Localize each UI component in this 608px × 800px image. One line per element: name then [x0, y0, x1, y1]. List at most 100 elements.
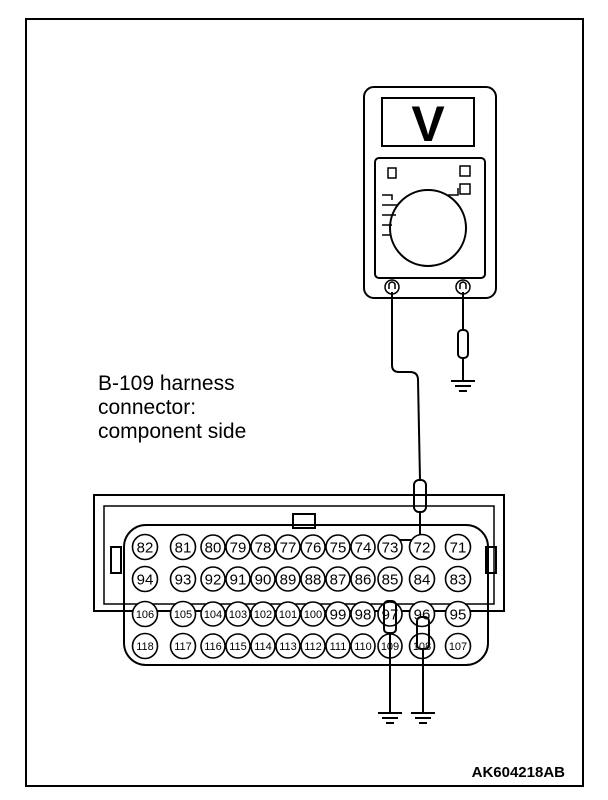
pin-81: 81: [169, 533, 197, 561]
pin-71-label: 71: [450, 540, 467, 557]
pin-88-label: 88: [305, 572, 322, 589]
connector-left-tab: [110, 546, 122, 574]
pin-95-circle: [444, 600, 472, 628]
pin-99-circle: [325, 601, 351, 627]
pin-82-circle: [131, 533, 159, 561]
pin-117-circle: [169, 632, 197, 660]
pin-78-label: 78: [255, 540, 272, 557]
pin-84-circle: [408, 565, 436, 593]
pin-118-label: 118: [136, 641, 154, 653]
pin-117-label: 117: [174, 641, 192, 653]
pin-80: 80: [200, 534, 226, 560]
pin-99-label: 99: [330, 607, 347, 624]
pin-76-circle: [300, 534, 326, 560]
mode-indicator-1: [387, 167, 397, 179]
connector-label-line-2: connector:: [98, 396, 196, 419]
pin-85-circle: [377, 566, 403, 592]
connector-inner-shell: [103, 505, 495, 605]
pin-71-circle: [444, 533, 472, 561]
pin-78: 78: [250, 534, 276, 560]
ground-symbol-pin-96: [411, 712, 435, 724]
pin-86: 86: [350, 566, 376, 592]
pin-104: 104: [200, 601, 226, 627]
pin-102-circle: [250, 601, 276, 627]
pin-92-label: 92: [205, 572, 222, 589]
pin-73-label: 73: [382, 540, 399, 557]
pin-97: 97: [377, 601, 403, 627]
ground-symbol: [451, 380, 475, 392]
pin-91-circle: [225, 566, 251, 592]
pin-101: 101: [275, 601, 301, 627]
connector-label: B-109 harness connector: component side: [98, 372, 246, 443]
pin-72-circle: [408, 533, 436, 561]
pin-79: 79: [225, 534, 251, 560]
pin-110-label: 110: [354, 641, 372, 653]
pin-106-circle: [131, 600, 159, 628]
pin-93: 93: [169, 565, 197, 593]
pin-81-label: 81: [175, 540, 192, 557]
pin-90-circle: [250, 566, 276, 592]
pin-78-circle: [250, 534, 276, 560]
pin-77: 77: [275, 534, 301, 560]
pin-105-label: 105: [174, 609, 192, 621]
pin-105: 105: [169, 600, 197, 628]
connector-latch: [292, 513, 316, 529]
pin-103-label: 103: [229, 609, 247, 621]
pin-105-circle: [169, 600, 197, 628]
pin-92: 92: [200, 566, 226, 592]
pin-86-label: 86: [355, 572, 372, 589]
connector-right-tab: [485, 546, 497, 574]
pin-98-label: 98: [355, 607, 372, 624]
pin-93-circle: [169, 565, 197, 593]
pin-106: 106: [131, 600, 159, 628]
pin-114-circle: [250, 633, 276, 659]
pin-110: 110: [350, 633, 376, 659]
volt-jack: [455, 279, 471, 295]
pin-98-circle: [350, 601, 376, 627]
pin-113: 113: [275, 633, 301, 659]
pin-72: 72: [408, 533, 436, 561]
pin-100: 100: [300, 601, 326, 627]
pin-87-circle: [325, 566, 351, 592]
pin-115: 115: [225, 633, 251, 659]
pin-77-circle: [275, 534, 301, 560]
pin-117: 117: [169, 632, 197, 660]
pin-102: 102: [250, 601, 276, 627]
pin-81-circle: [169, 533, 197, 561]
com-jack: [384, 279, 400, 295]
pin-97-label: 97: [382, 607, 399, 624]
pin-74-circle: [350, 534, 376, 560]
pin-76: 76: [300, 534, 326, 560]
connector-label-line-1: B-109 harness: [98, 372, 235, 395]
ground-symbol-pin-97: [378, 712, 402, 724]
pin-73-circle: [377, 534, 403, 560]
pin-75-circle: [325, 534, 351, 560]
pin-80-label: 80: [205, 540, 222, 557]
pin-90: 90: [250, 566, 276, 592]
pin-75-label: 75: [330, 540, 347, 557]
figure-code: AK604218AB: [472, 764, 566, 781]
pin-86-circle: [350, 566, 376, 592]
pin-97-probe: [383, 600, 397, 712]
pin-111: 111: [325, 633, 351, 659]
pin-80-circle: [200, 534, 226, 560]
pin-102-label: 102: [254, 609, 272, 621]
pin-83-label: 83: [450, 572, 467, 589]
pin-96: 96: [408, 600, 436, 628]
pin-73: 73: [377, 534, 403, 560]
mode-indicator-2: [459, 165, 471, 177]
pin-91: 91: [225, 566, 251, 592]
pin-71: 71: [444, 533, 472, 561]
pin-96-probe: [416, 616, 430, 712]
pin-89: 89: [275, 566, 301, 592]
pin-101-label: 101: [279, 609, 297, 621]
pin-116-circle: [200, 633, 226, 659]
pin-116-label: 116: [204, 641, 222, 653]
pin-101-circle: [275, 601, 301, 627]
pin-85-label: 85: [382, 572, 399, 589]
pin-99: 99: [325, 601, 351, 627]
pin-112-label: 112: [304, 641, 322, 653]
